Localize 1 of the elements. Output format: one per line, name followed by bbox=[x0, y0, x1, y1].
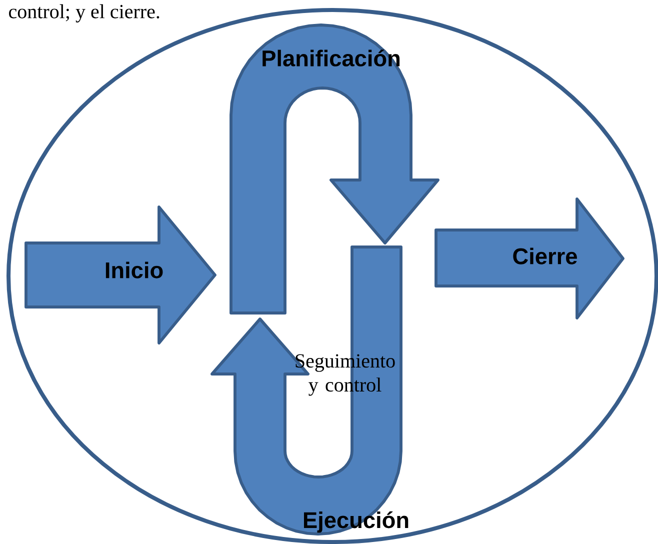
caption-text: control; y el cierre. bbox=[9, 4, 160, 22]
